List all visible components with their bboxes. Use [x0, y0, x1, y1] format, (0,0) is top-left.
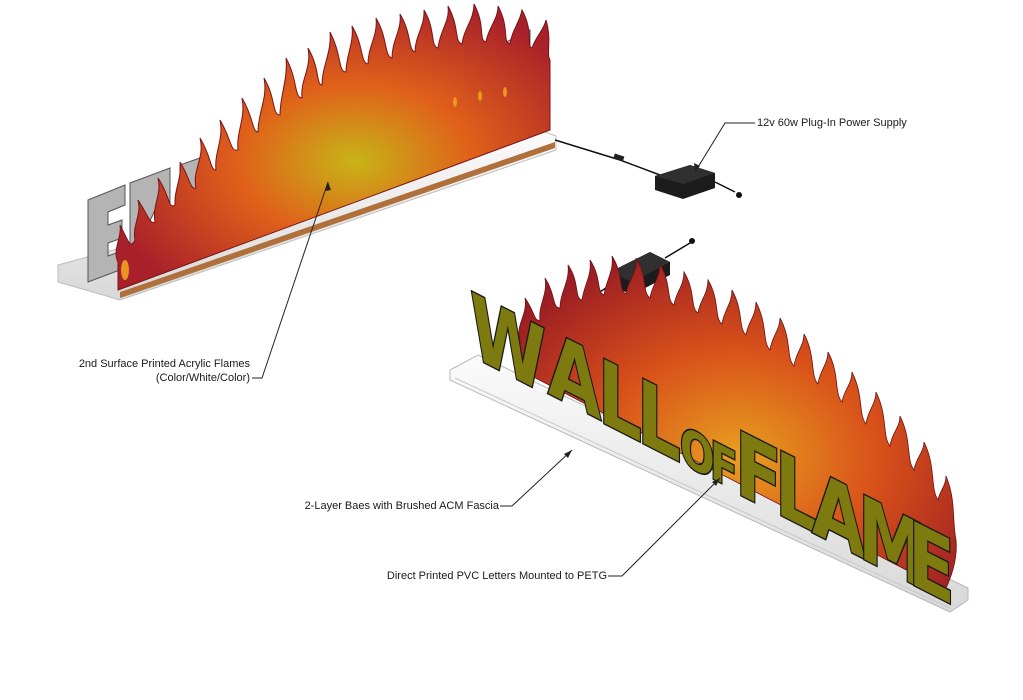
top-cable [554, 139, 661, 176]
sign-letters: W A L L O F F L A M E [469, 272, 957, 629]
bottom-base [449, 354, 969, 613]
top-sign-assembly [57, 3, 661, 301]
callout-acrylic-flames-line1: 2nd Surface Printed Acrylic Flames [78, 358, 250, 370]
top-cable-ferrite [613, 153, 625, 162]
callout-letters: Direct Printed PVC Letters Mounted to PE… [386, 570, 607, 582]
letter-f2: F [735, 410, 782, 537]
callout-power-supply: 12v 60w Plug-In Power Supply [757, 117, 907, 129]
callout-acrylic-flames-line2: (Color/White/Color) [155, 372, 250, 384]
letter-l2: L [637, 358, 681, 484]
power-supply-top [655, 165, 742, 199]
leader-lines [252, 122, 755, 577]
bottom-flame-panel [518, 255, 957, 591]
leader-power-supply [694, 122, 755, 173]
leader-base [500, 449, 573, 507]
letter-l3: L [775, 430, 819, 556]
top-flame-panel [115, 3, 551, 291]
bottom-sign-assembly: W A L L O F F L A M E [449, 255, 969, 629]
callout-base: 2-Layer Baes with Brushed ACM Fascia [304, 500, 499, 512]
leader-letters [608, 477, 721, 577]
leader-acrylic-flames [252, 181, 329, 379]
callout-acrylic-flames: 2nd Surface Printed Acrylic Flames (Colo… [30, 357, 250, 385]
top-base-wood-edge [120, 142, 555, 298]
letter-f1: F [710, 429, 738, 504]
top-flame-highlights [121, 87, 507, 280]
letter-l1: L [598, 338, 642, 464]
leader-arrowheads [325, 163, 720, 486]
